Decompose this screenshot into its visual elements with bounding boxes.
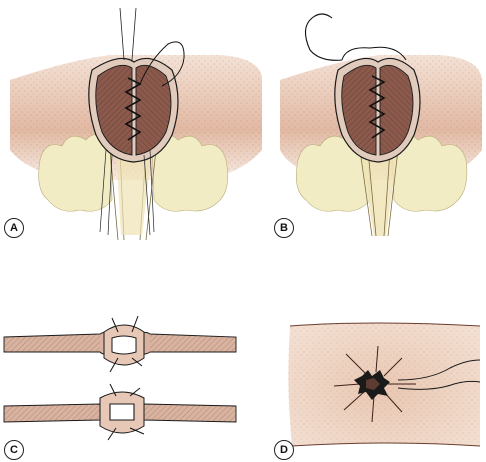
panel-a-fat-right xyxy=(151,134,229,212)
panel-b-fat-right xyxy=(391,134,468,212)
panel-label-d: D xyxy=(274,440,294,460)
panel-d-radial-folds xyxy=(333,345,416,423)
panel-c-upper-sutures xyxy=(109,315,143,373)
panel-b-running-suture xyxy=(368,75,386,139)
panel-label-b: B xyxy=(274,218,294,238)
panel-a-running-suture xyxy=(124,77,142,141)
panel-a-instrument-lower xyxy=(99,149,155,236)
panel-b-suture-needle xyxy=(304,13,343,61)
panel-d-drain xyxy=(397,359,481,390)
panel-label-c: C xyxy=(4,440,24,460)
panel-c xyxy=(3,315,237,441)
panel-a-fat-left xyxy=(38,134,113,212)
panel-a-suture-thread xyxy=(139,41,185,87)
panel-d xyxy=(288,322,481,447)
panel-c-lower-sutures xyxy=(107,383,145,441)
panel-b xyxy=(280,13,482,237)
panel-label-a: A xyxy=(4,218,24,238)
panel-a xyxy=(10,7,262,241)
panel-a-instrument-upper xyxy=(119,7,137,61)
